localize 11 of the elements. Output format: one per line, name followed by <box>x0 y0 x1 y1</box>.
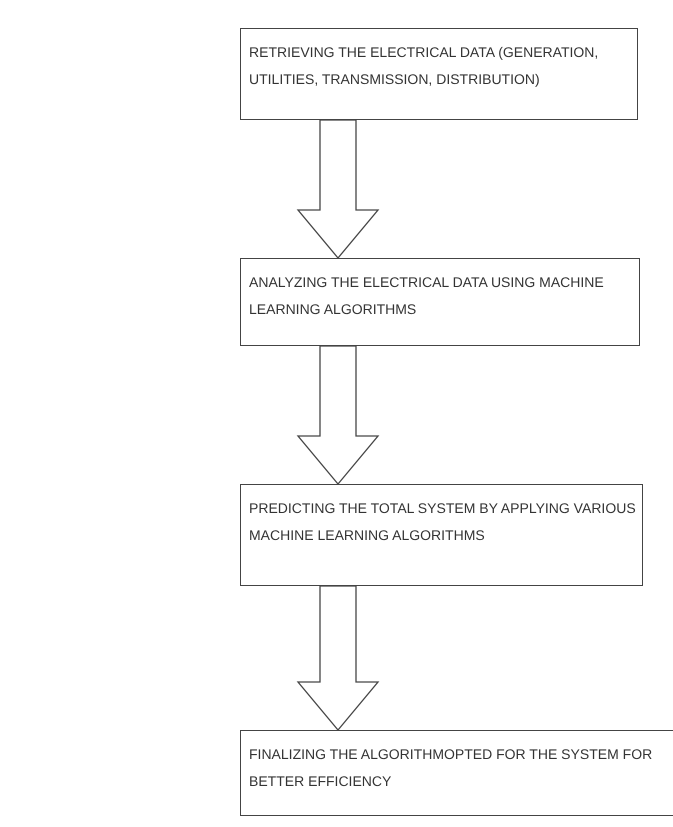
process-box <box>240 484 643 586</box>
step-text: FINALIZING THE ALGORITHMOPTED FOR THE SYSTEM FOR BETTER EFFICIENCY <box>249 745 654 791</box>
block-arrow <box>296 345 380 486</box>
block-arrow <box>296 119 380 260</box>
step-text: PREDICTING THE TOTAL SYSTEM BY APPLYING VARIOUS MACHINE LEARNING ALGORITHMS <box>249 499 637 545</box>
block-arrow <box>296 585 380 732</box>
process-box <box>240 730 673 816</box>
process-box <box>240 28 638 120</box>
step-text: RETRIEVING THE ELECTRICAL DATA (GENERATION, UTILITIES, TRANSMISSION, DISTRIBUTION) <box>249 43 600 89</box>
process-box <box>240 258 640 346</box>
step-text: ANALYZING THE ELECTRICAL DATA USING MACHINE LEARNING ALGORITHMS <box>249 273 605 319</box>
